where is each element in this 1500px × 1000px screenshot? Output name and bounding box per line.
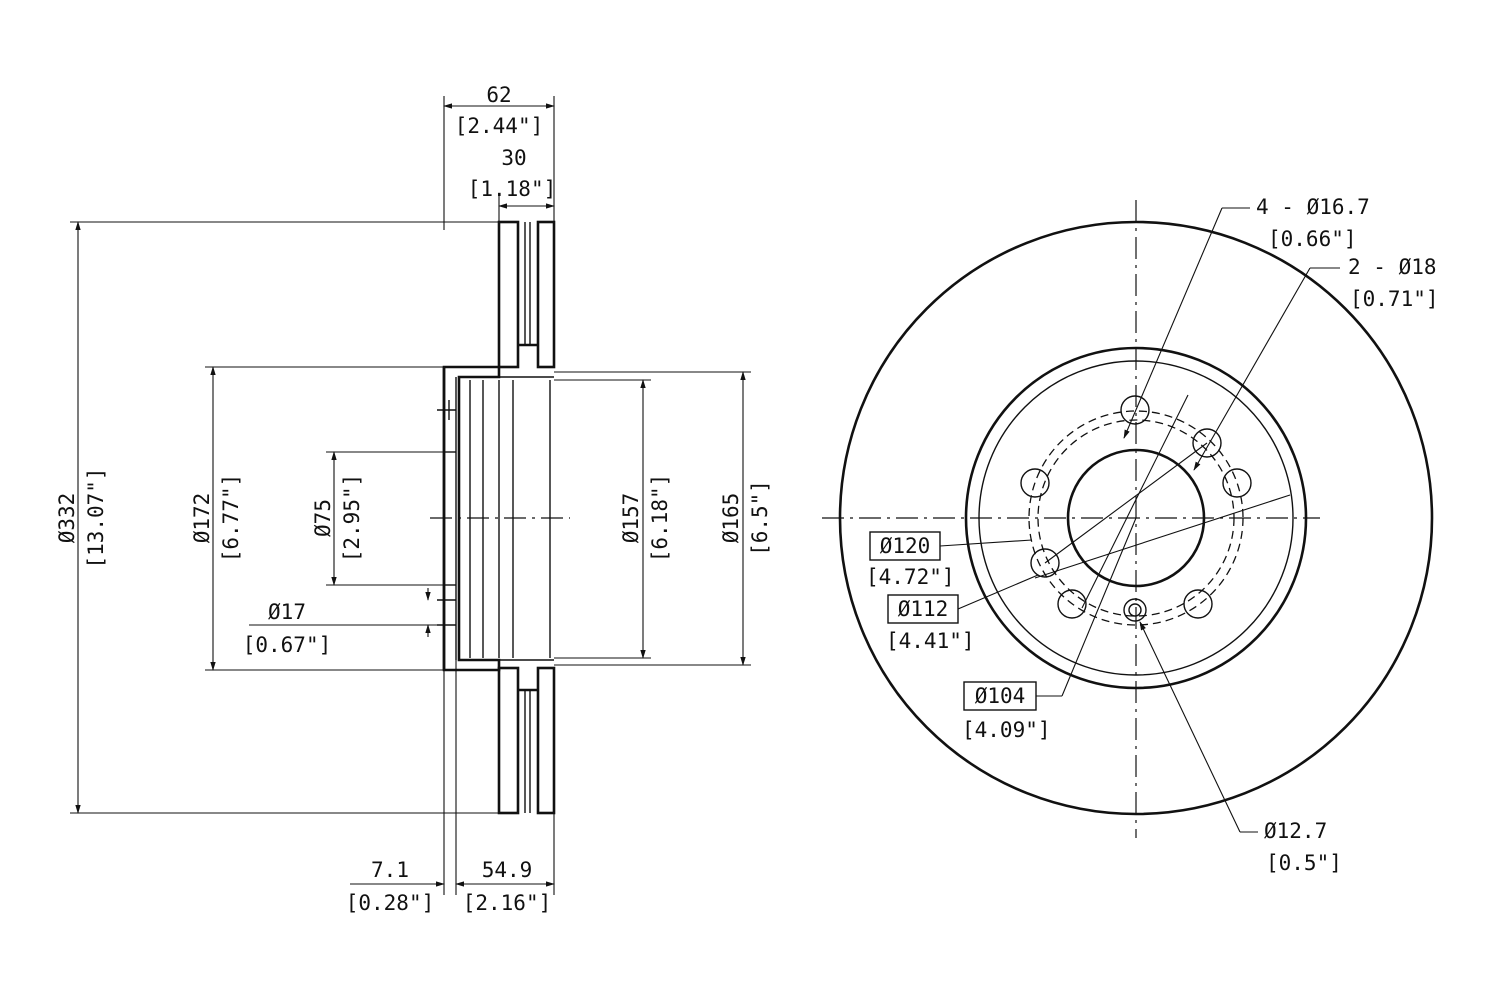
pilot-hole — [1030, 548, 1060, 578]
callout-bolt-holes-inch: [0.66"] — [1268, 227, 1357, 251]
callout-leader — [957, 574, 1039, 610]
dim-30-mm: 30 — [501, 146, 526, 170]
callout-120-inch: [4.72"] — [866, 565, 955, 589]
small-hole-inner — [1128, 603, 1142, 617]
pilot-hole — [1192, 428, 1222, 458]
callout-104-mm: Ø104 — [975, 684, 1026, 708]
callout-leader — [1061, 517, 1137, 697]
dim-332-inch: [13.07"] — [84, 467, 108, 568]
bolt-hole — [1057, 589, 1087, 619]
hat-wall — [442, 365, 501, 672]
lower-friction-plate-outer — [536, 666, 556, 815]
upper-friction-plate-inner — [497, 220, 520, 369]
bolt-hole — [1222, 468, 1252, 498]
callout-120-mm: Ø120 — [880, 534, 931, 558]
dim-165-inch: [6.5"] — [748, 480, 772, 556]
callout-box-112 — [887, 594, 959, 624]
dim-165-mm: Ø165 — [719, 493, 743, 544]
diameter-line — [1081, 394, 1189, 609]
dim-17-inch: [0.67"] — [243, 633, 332, 657]
callout-112-mm: Ø112 — [898, 597, 949, 621]
dim-157-inch: [6.18"] — [648, 474, 672, 563]
dim-75-mm: Ø75 — [311, 499, 335, 537]
callout-leader — [1139, 621, 1241, 833]
callout-104-inch: [4.09"] — [962, 718, 1051, 742]
diameter-line — [1034, 494, 1291, 579]
lower-friction-plate-inner — [497, 666, 520, 815]
diameter-line — [1044, 442, 1208, 564]
dim-157-mm: Ø157 — [619, 493, 643, 544]
side-view: 62 [2.44"] 30 [1.18"] Ø332 [13.07"] Ø172… — [55, 83, 772, 915]
dim-172-mm: Ø172 — [190, 493, 214, 544]
dim-75-inch: [2.95"] — [340, 474, 364, 563]
front-view: 4 - Ø16.7 [0.66"] 2 - Ø18 [0.71"] Ø120 [… — [822, 195, 1439, 875]
dim-7-1-inch: [0.28"] — [346, 891, 435, 915]
dim-332-mm: Ø332 — [55, 493, 79, 544]
hat-outer-edge — [964, 346, 1308, 690]
callout-box-120 — [869, 531, 941, 561]
bolt-hole — [1120, 395, 1150, 425]
dim-54-9-inch: [2.16"] — [463, 891, 552, 915]
dim-30-inch: [1.18"] — [468, 177, 557, 201]
callout-leader — [939, 539, 1033, 547]
bolt-hole — [1183, 589, 1213, 619]
dim-62-inch: [2.44"] — [455, 114, 544, 138]
callout-box-104 — [963, 681, 1037, 711]
callout-small-hole-mm: Ø12.7 — [1264, 819, 1327, 843]
bolt-circle-outer — [1028, 410, 1244, 626]
callout-leader — [1123, 207, 1223, 439]
dim-62-mm: 62 — [486, 83, 511, 107]
callout-pilot-holes-mm: 2 - Ø18 — [1348, 255, 1437, 279]
small-hole — [1123, 598, 1147, 622]
hat-inner-edge — [978, 360, 1294, 676]
dim-17-mm: Ø17 — [268, 600, 306, 624]
dim-7-1-mm: 7.1 — [371, 858, 409, 882]
bolt-circle — [1037, 419, 1235, 617]
dim-172-inch: [6.77"] — [219, 474, 243, 563]
center-bore — [1066, 448, 1206, 588]
dim-54-9-mm: 54.9 — [482, 858, 533, 882]
callout-bolt-holes-mm: 4 - Ø16.7 — [1256, 195, 1370, 219]
callout-leader — [1193, 267, 1311, 471]
bolt-hole — [1020, 468, 1050, 498]
callout-small-hole-inch: [0.5"] — [1266, 851, 1342, 875]
rotor-outer-edge — [838, 220, 1434, 816]
upper-friction-plate-outer — [536, 220, 556, 369]
callout-pilot-holes-inch: [0.71"] — [1350, 287, 1439, 311]
callout-112-inch: [4.41"] — [886, 629, 975, 653]
